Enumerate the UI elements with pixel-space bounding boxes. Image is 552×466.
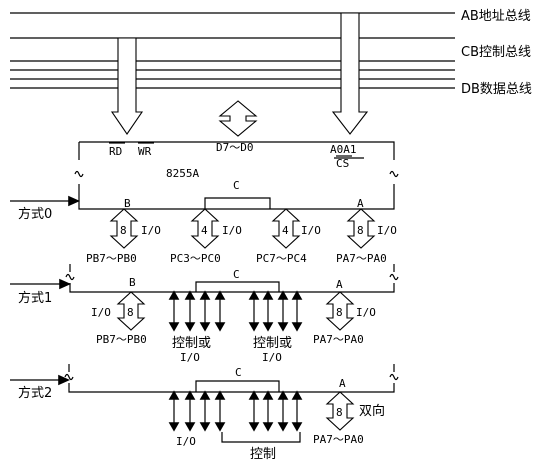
mode1-port-a-label: A bbox=[336, 278, 343, 291]
mode2-pa-label: PA7～PA0 bbox=[313, 433, 364, 446]
mode1-io-label-2: I/O bbox=[262, 351, 282, 364]
rd-pin-label: RD bbox=[109, 145, 122, 158]
mode0-pb-label: PB7～PB0 bbox=[86, 252, 137, 265]
data-pins-label: D7～D0 bbox=[216, 141, 254, 154]
mode1-port-a-io: I/O bbox=[356, 306, 376, 319]
mode0-port-a-arrow bbox=[346, 208, 376, 249]
mode0-port-b-arrow bbox=[109, 208, 139, 249]
mode0-port-b-label: B bbox=[124, 197, 131, 210]
mode2-port-c-label: C bbox=[235, 366, 242, 379]
mode0-port-a-width: 8 bbox=[357, 224, 364, 237]
mode0-pc-low-arrow bbox=[190, 208, 220, 249]
mode1-pa-label: PA7～PA0 bbox=[313, 333, 364, 346]
mode1-ctrl-or-label-2: 控制或 bbox=[253, 336, 292, 351]
mode0-pc-low-width: 4 bbox=[201, 224, 208, 237]
mode2-control-bracket bbox=[221, 432, 301, 443]
port-c-label: C bbox=[233, 179, 240, 192]
mode0-pc-high-label: PC7～PC4 bbox=[256, 252, 307, 265]
mode1-io-label-1: I/O bbox=[180, 351, 200, 364]
mode0-port-b-io: I/O bbox=[141, 224, 161, 237]
mode2-bidir-label: 双向 bbox=[359, 403, 385, 419]
mode1-port-b-io: I/O bbox=[91, 306, 111, 319]
mode0-pc-low-label: PC3～PC0 bbox=[170, 252, 221, 265]
address-bus-down-arrow bbox=[331, 12, 369, 135]
mode2-io-label: I/O bbox=[176, 435, 196, 448]
mode0-pc-high-width: 4 bbox=[282, 224, 289, 237]
mode1-ctrl-or-label-1: 控制或 bbox=[172, 336, 211, 351]
mode0-port-b-width: 8 bbox=[120, 224, 127, 237]
control-bus-down-arrow bbox=[110, 37, 144, 135]
ab-bus-label: AB地址总线 bbox=[461, 9, 531, 24]
addr-pins-label: A0A1 bbox=[330, 143, 357, 156]
mode1-port-b-arrow bbox=[116, 291, 146, 331]
mode1-port-b-width: 8 bbox=[127, 306, 134, 319]
mode2-io-signal-arrows bbox=[168, 390, 226, 432]
mode2-control-signal-arrows bbox=[248, 390, 303, 432]
cs-pin-label: CS bbox=[336, 157, 349, 170]
data-bus-bidir-arrow bbox=[218, 100, 258, 137]
chip-name: 8255A bbox=[166, 167, 199, 180]
chip-body bbox=[74, 141, 399, 210]
mode0-port-a-label: A bbox=[357, 197, 364, 210]
mode0-pa-label: PA7～PA0 bbox=[336, 252, 387, 265]
mode1-port-b-label: B bbox=[129, 276, 136, 289]
mode1-port-a-width: 8 bbox=[336, 306, 343, 319]
mode0-label: 方式0 bbox=[18, 206, 52, 222]
mode1-pc-high-signal-arrows bbox=[248, 290, 303, 332]
mode0-pc-low-io: I/O bbox=[222, 224, 242, 237]
mode2-control-label: 控制 bbox=[250, 447, 276, 462]
mode0-pc-high-io: I/O bbox=[301, 224, 321, 237]
mode2-label: 方式2 bbox=[18, 385, 52, 401]
mode1-port-a-arrow bbox=[325, 291, 355, 331]
mode1-label: 方式1 bbox=[18, 290, 52, 306]
mode1-pc-low-signal-arrows bbox=[168, 290, 226, 332]
mode2-port-a-label: A bbox=[339, 377, 346, 390]
mode2-port-a-width: 8 bbox=[336, 406, 343, 419]
mode0-port-a-io: I/O bbox=[377, 224, 397, 237]
mode1-chip-outline bbox=[65, 264, 399, 293]
mode0-pc-high-arrow bbox=[271, 208, 301, 249]
mode2-chip-outline bbox=[64, 364, 399, 393]
mode1-pb-label: PB7～PB0 bbox=[96, 333, 147, 346]
cb-bus-label: CB控制总线 bbox=[461, 45, 531, 60]
bus-lines bbox=[10, 12, 455, 89]
mode1-port-c-label: C bbox=[233, 268, 240, 281]
wr-pin-label: WR bbox=[138, 145, 152, 158]
db-bus-label: DB数据总线 bbox=[461, 82, 532, 97]
mode2-port-a-arrow bbox=[325, 391, 355, 431]
